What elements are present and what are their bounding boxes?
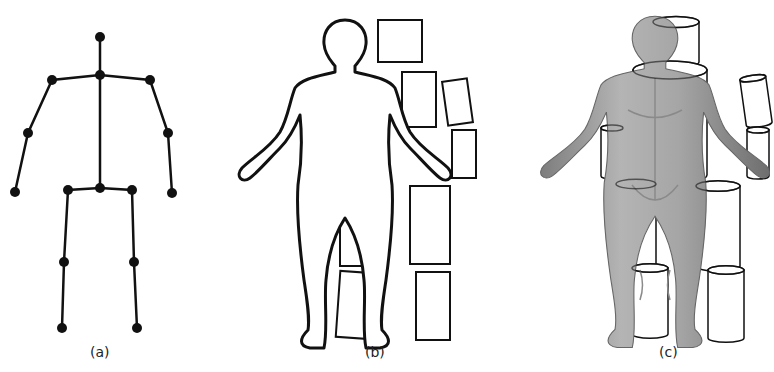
cylinder-top bbox=[747, 127, 769, 133]
cylinder-top-front bbox=[653, 16, 699, 27]
cylinder-top-front bbox=[601, 125, 623, 131]
cylinder bbox=[739, 73, 772, 128]
joint-dot bbox=[129, 257, 139, 267]
joint-dot bbox=[167, 188, 177, 198]
joint-dot bbox=[163, 128, 173, 138]
cylinder-top-front bbox=[708, 266, 744, 275]
cylinder-side bbox=[632, 268, 668, 338]
cylinder-top bbox=[632, 264, 668, 273]
joint-dot bbox=[95, 183, 105, 193]
joint-dots bbox=[10, 32, 177, 333]
joint-dot bbox=[23, 128, 33, 138]
part-rectangle bbox=[410, 186, 450, 264]
joint-dot bbox=[59, 257, 69, 267]
cylinder-rim bbox=[632, 264, 668, 273]
cylinder-rim bbox=[747, 127, 769, 133]
cylinder-top-front bbox=[696, 181, 740, 192]
cylinder-side bbox=[740, 76, 773, 128]
cylinder-top bbox=[739, 73, 766, 83]
cylinder-rim bbox=[601, 125, 623, 131]
cylinder-top bbox=[708, 266, 744, 275]
silhouette-outline bbox=[239, 20, 451, 348]
cylinder-rim bbox=[696, 181, 740, 192]
joint-dot bbox=[132, 323, 142, 333]
shaded-body bbox=[541, 16, 770, 347]
front-cylinders bbox=[601, 16, 769, 274]
cylinder-rim bbox=[708, 266, 744, 275]
panel-label: (a) bbox=[90, 344, 110, 360]
cylinder-side bbox=[708, 270, 744, 342]
part-rectangle bbox=[378, 20, 422, 62]
joint-dot bbox=[145, 75, 155, 85]
cylinder-top-front bbox=[739, 73, 766, 83]
joint-dot bbox=[95, 32, 105, 42]
panel-label: (c) bbox=[659, 344, 678, 360]
cylinder bbox=[632, 264, 668, 339]
cylinder-rim bbox=[616, 179, 656, 189]
joint-dot bbox=[57, 323, 67, 333]
part-rectangle bbox=[416, 272, 450, 340]
cylinder-rim bbox=[739, 73, 766, 83]
cylinder-top-front bbox=[632, 264, 668, 273]
cylinder bbox=[708, 266, 744, 343]
cylinder-rim bbox=[633, 61, 707, 79]
part-rectangle bbox=[402, 72, 436, 127]
cylinder-top-front bbox=[616, 179, 656, 189]
cylinder-top-front bbox=[747, 127, 769, 133]
joint-dot bbox=[127, 185, 137, 195]
cylinder-rim bbox=[653, 16, 699, 27]
part-rectangle bbox=[452, 130, 476, 178]
panel-label: (b) bbox=[365, 344, 385, 360]
joint-dot bbox=[63, 185, 73, 195]
joint-dot bbox=[47, 75, 57, 85]
cylinder-top-front bbox=[633, 61, 707, 79]
stick-skeleton bbox=[15, 37, 172, 328]
joint-dot bbox=[95, 70, 105, 80]
part-rectangle bbox=[442, 78, 473, 125]
joint-dot bbox=[10, 187, 20, 197]
